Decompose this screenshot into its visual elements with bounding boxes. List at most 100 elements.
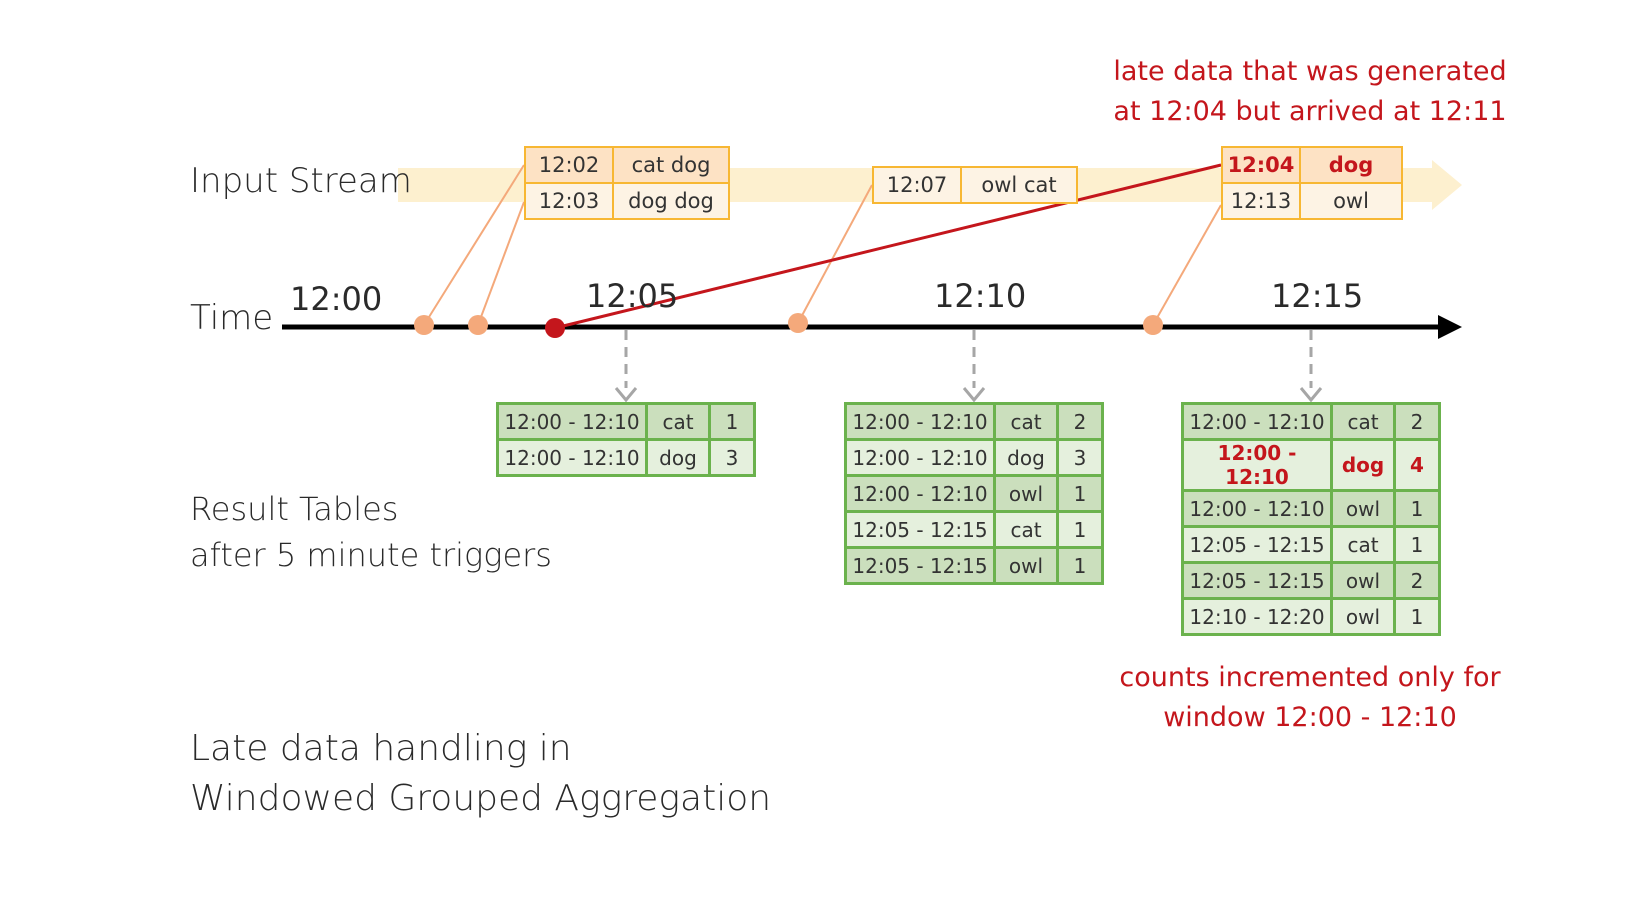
count-cell: 1 [1056,510,1104,549]
window-cell: 12:05 - 12:15 [844,546,996,585]
input-stream-label: Input Stream [190,161,412,201]
count-cell: 3 [708,438,756,477]
result-table-12-05: 12:00 - 12:10 cat 1 12:00 - 12:10 dog 3 [496,402,756,477]
connector-12-07 [797,184,873,324]
result-table-12-10: 12:00 - 12:10 cat 2 12:00 - 12:10 dog 3 … [844,402,1104,585]
table-row: 12:00 - 12:10 dog 3 [496,438,756,477]
connector-12-02 [423,164,525,326]
diagram-title: Late data handling in Windowed Grouped A… [190,724,771,824]
late-data-note: late data that was generated at 12:04 bu… [1090,52,1530,132]
word-cell: dog [993,438,1059,477]
trigger-arrow-12-10 [962,330,986,403]
window-cell: 12:00 - 12:10 [844,438,996,477]
table-row: 12:05 - 12:15 cat 1 [1181,525,1441,564]
event-dot-12-13 [1143,315,1163,335]
event-table-2: 12:07 owl cat [872,166,1078,204]
late-data-note-line2: at 12:04 but arrived at 12:11 [1113,96,1507,127]
window-cell: 12:10 - 12:20 [1181,597,1333,636]
event-table-3: 12:04 dog 12:13 owl [1221,146,1403,220]
word-cell: cat [1330,402,1396,441]
event-row: 12:03 dog dog [524,182,730,220]
event-words: owl [1299,182,1403,220]
event-words: dog dog [612,182,730,220]
event-dot-12-03 [468,315,488,335]
result-tables-line1: Result Tables [190,490,399,528]
diagram-title-line1: Late data handling in [190,728,572,769]
count-cell: 2 [1393,402,1441,441]
event-row: 12:13 owl [1221,182,1403,220]
table-row: 12:10 - 12:20 owl 1 [1181,597,1441,636]
tick-label-12-00: 12:00 [290,280,383,318]
table-row-highlighted: 12:00 - 12:10 dog 4 [1181,438,1441,492]
event-table-1: 12:02 cat dog 12:03 dog dog [524,146,730,220]
event-time: 12:03 [524,182,614,220]
result-tables-label: Result Tables after 5 minute triggers [190,486,552,578]
event-row: 12:07 owl cat [872,166,1078,204]
word-cell: cat [645,402,711,441]
event-time: 12:13 [1221,182,1301,220]
event-row-late: 12:04 dog [1221,146,1403,184]
count-cell: 1 [708,402,756,441]
counts-note-line2: window 12:00 - 12:10 [1163,702,1457,733]
event-time: 12:02 [524,146,614,184]
count-cell: 3 [1056,438,1104,477]
count-cell: 1 [1056,474,1104,513]
window-cell: 12:00 - 12:10 [1181,489,1333,528]
result-table-12-15: 12:00 - 12:10 cat 2 12:00 - 12:10 dog 4 … [1181,402,1441,636]
event-dot-12-07 [788,313,808,333]
table-row: 12:00 - 12:10 dog 3 [844,438,1104,477]
word-cell: owl [1330,489,1396,528]
count-cell: 4 [1393,438,1441,492]
count-cell: 2 [1056,402,1104,441]
event-time-late: 12:04 [1221,146,1301,184]
table-row: 12:00 - 12:10 owl 1 [844,474,1104,513]
word-cell: owl [1330,597,1396,636]
connector-12-13 [1152,204,1222,326]
time-axis-arrowhead [1438,315,1462,339]
window-cell: 12:05 - 12:15 [1181,525,1333,564]
count-cell: 2 [1393,561,1441,600]
table-row: 12:00 - 12:10 cat 2 [1181,402,1441,441]
event-dot-12-02 [414,315,434,335]
table-row: 12:05 - 12:15 owl 2 [1181,561,1441,600]
event-row: 12:02 cat dog [524,146,730,184]
event-words-late: dog [1299,146,1403,184]
word-cell: owl [993,546,1059,585]
table-row: 12:00 - 12:10 cat 2 [844,402,1104,441]
diagram-title-line2: Windowed Grouped Aggregation [190,778,772,819]
window-cell: 12:00 - 12:10 [496,402,648,441]
tick-label-12-15: 12:15 [1271,277,1364,315]
window-cell: 12:05 - 12:15 [1181,561,1333,600]
window-cell: 12:00 - 12:10 [844,474,996,513]
window-cell: 12:00 - 12:10 [1181,402,1333,441]
window-cell: 12:00 - 12:10 [1181,438,1333,492]
window-cell: 12:00 - 12:10 [844,402,996,441]
count-cell: 1 [1393,525,1441,564]
late-data-note-line1: late data that was generated [1113,56,1507,87]
trigger-arrow-12-15 [1299,330,1323,403]
result-tables-line2: after 5 minute triggers [190,536,552,574]
connector-late-12-04 [554,163,1222,330]
event-words: owl cat [960,166,1078,204]
word-cell: owl [1330,561,1396,600]
word-cell: dog [1330,438,1396,492]
connector-12-03 [477,201,525,326]
count-cell: 1 [1393,489,1441,528]
table-row: 12:00 - 12:10 owl 1 [1181,489,1441,528]
event-words: cat dog [612,146,730,184]
word-cell: owl [993,474,1059,513]
window-cell: 12:00 - 12:10 [496,438,648,477]
late-dot-12-04 [545,318,565,338]
table-row: 12:05 - 12:15 cat 1 [844,510,1104,549]
trigger-arrow-12-05 [614,330,638,403]
table-row: 12:05 - 12:15 owl 1 [844,546,1104,585]
word-cell: cat [1330,525,1396,564]
tick-label-12-10: 12:10 [934,277,1027,315]
word-cell: cat [993,510,1059,549]
counts-note-line1: counts incremented only for [1119,662,1501,693]
counts-note: counts incremented only for window 12:00… [1090,658,1530,738]
tick-label-12-05: 12:05 [586,277,679,315]
count-cell: 1 [1393,597,1441,636]
word-cell: dog [645,438,711,477]
